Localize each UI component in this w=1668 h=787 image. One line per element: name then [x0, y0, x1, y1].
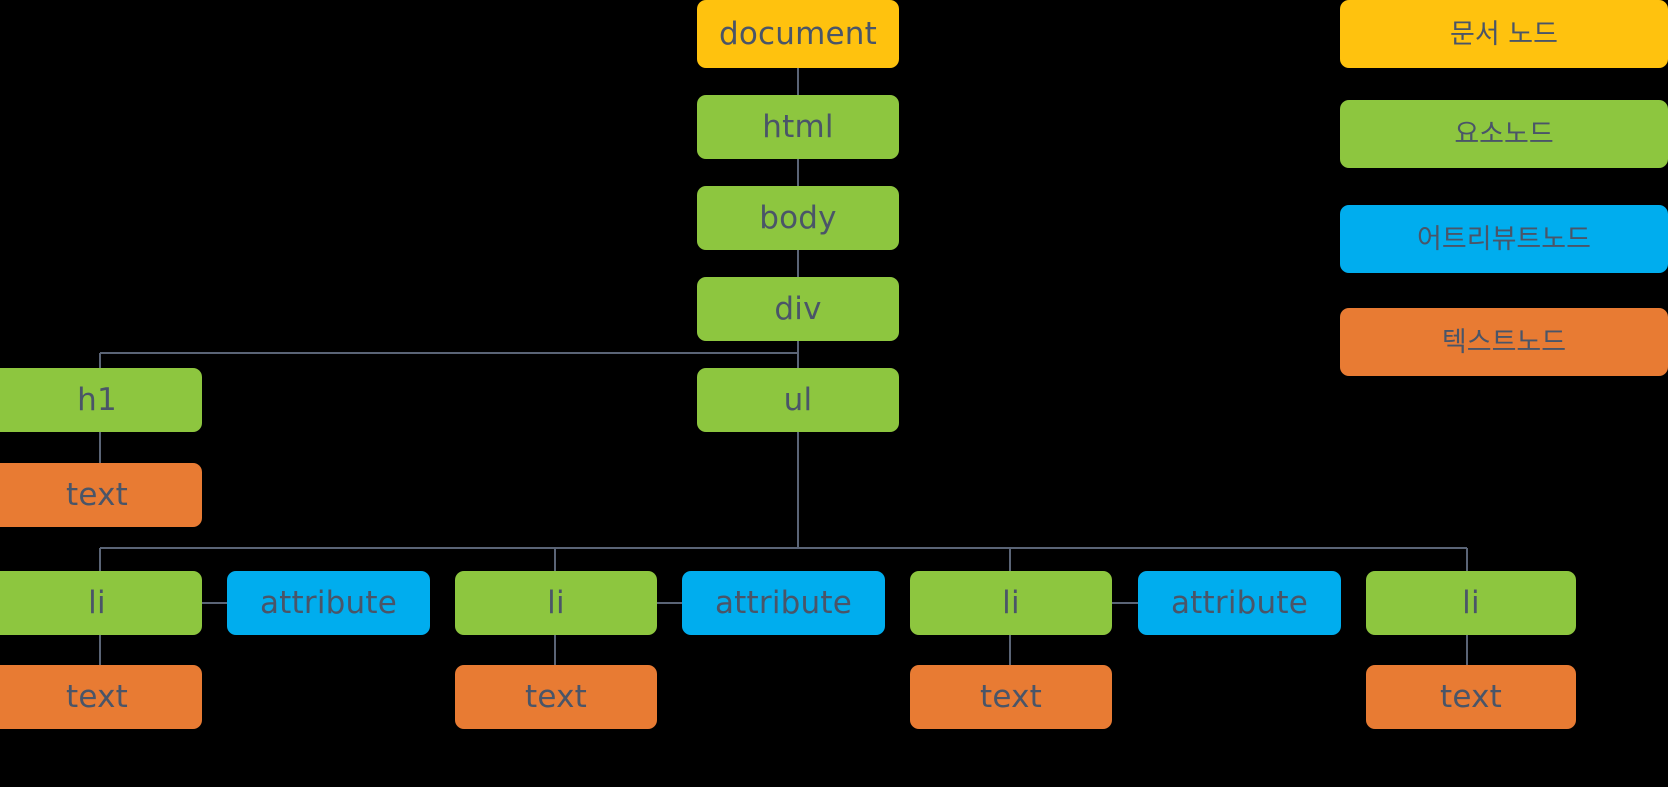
- node-li-4[interactable]: li: [1366, 571, 1576, 635]
- node-li-1[interactable]: li: [0, 571, 202, 635]
- node-li-3-text[interactable]: text: [910, 665, 1112, 729]
- legend-item-attribute-node: 어트리뷰트노드: [1340, 205, 1668, 273]
- legend-item-text-node: 텍스트노드: [1340, 308, 1668, 376]
- node-li-2[interactable]: li: [455, 571, 657, 635]
- node-attribute-3[interactable]: attribute: [1138, 571, 1341, 635]
- node-li-4-text[interactable]: text: [1366, 665, 1576, 729]
- node-body[interactable]: body: [697, 186, 899, 250]
- legend-item-document-node: 문서 노드: [1340, 0, 1668, 68]
- node-attribute-2[interactable]: attribute: [682, 571, 885, 635]
- node-h1-text[interactable]: text: [0, 463, 202, 527]
- node-document[interactable]: document: [697, 0, 899, 68]
- node-attribute-1[interactable]: attribute: [227, 571, 430, 635]
- legend-item-element-node: 요소노드: [1340, 100, 1668, 168]
- node-li-3[interactable]: li: [910, 571, 1112, 635]
- node-div[interactable]: div: [697, 277, 899, 341]
- node-ul[interactable]: ul: [697, 368, 899, 432]
- node-li-1-text[interactable]: text: [0, 665, 202, 729]
- node-h1[interactable]: h1: [0, 368, 202, 432]
- node-li-2-text[interactable]: text: [455, 665, 657, 729]
- node-html[interactable]: html: [697, 95, 899, 159]
